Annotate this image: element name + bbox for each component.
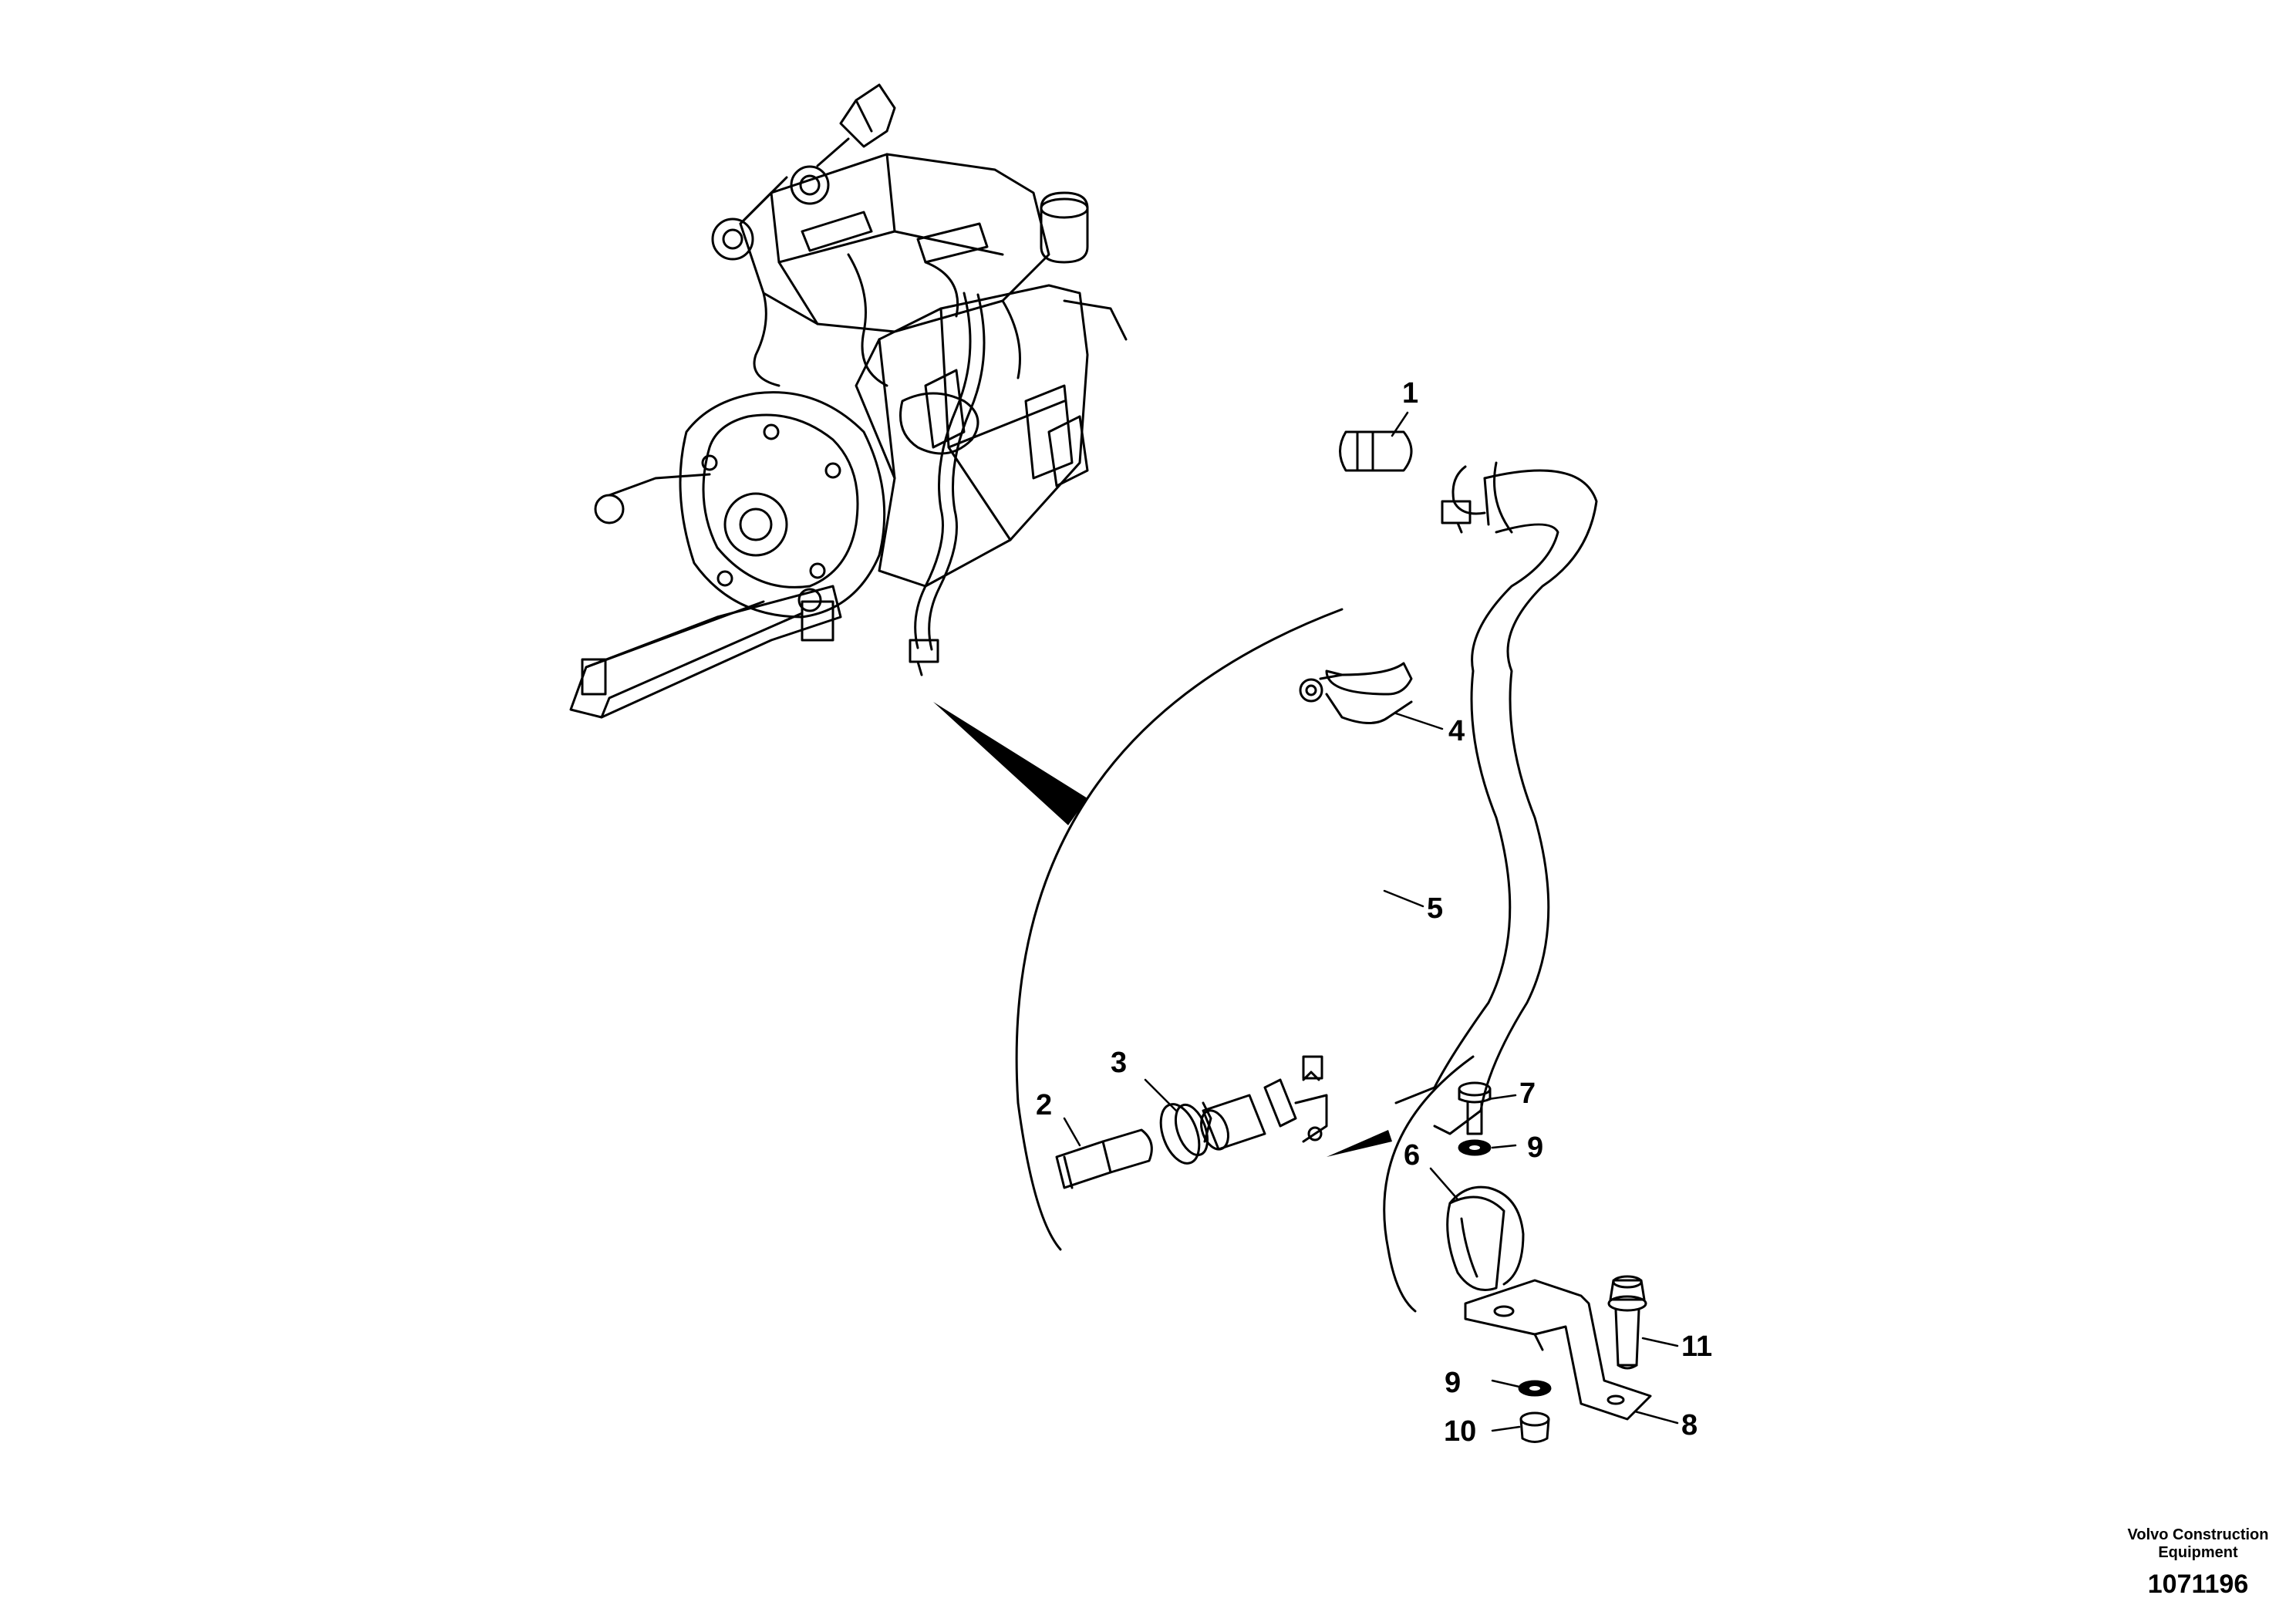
washer-upper [1458, 1139, 1492, 1156]
flange-bolt [1607, 1275, 1647, 1370]
detail-boundary-curve [1015, 608, 1344, 1251]
brand-name-line2: Equipment [2158, 1544, 2238, 1561]
secondary-pointer-arrow [1327, 1130, 1392, 1157]
hose-clip [1299, 662, 1413, 724]
callout-9-lower: 9 [1445, 1367, 1461, 1399]
engine-assembly-illustration [569, 83, 1128, 719]
callout-7: 7 [1519, 1077, 1536, 1110]
callout-2: 2 [1036, 1089, 1052, 1121]
mounting-bracket [1464, 1279, 1652, 1421]
washer-lower [1518, 1380, 1552, 1397]
secondary-detail-curve [1383, 1055, 1475, 1313]
callout-8: 8 [1681, 1409, 1698, 1442]
leader-lines [1063, 411, 1679, 1432]
callout-3: 3 [1111, 1047, 1127, 1079]
hose-connector-bottom [1055, 1128, 1153, 1189]
rubber-clamp [1446, 1185, 1525, 1291]
detail-pointer-arrow [933, 702, 1087, 825]
callout-5: 5 [1427, 892, 1443, 925]
nut [1519, 1411, 1550, 1443]
brand-name-line1: Volvo Construction [2127, 1526, 2269, 1543]
callout-10: 10 [1444, 1415, 1476, 1448]
drawing-number: 1071196 [2147, 1570, 2249, 1599]
callout-6: 6 [1404, 1139, 1420, 1172]
hose-end-fitting [1200, 1055, 1328, 1151]
callout-11: 11 [1681, 1330, 1712, 1363]
hose-connector-top [1339, 430, 1486, 534]
callout-4: 4 [1448, 715, 1465, 747]
callout-1: 1 [1402, 377, 1418, 410]
coolant-hose [1394, 461, 1598, 1135]
callout-9-upper: 9 [1527, 1131, 1543, 1164]
